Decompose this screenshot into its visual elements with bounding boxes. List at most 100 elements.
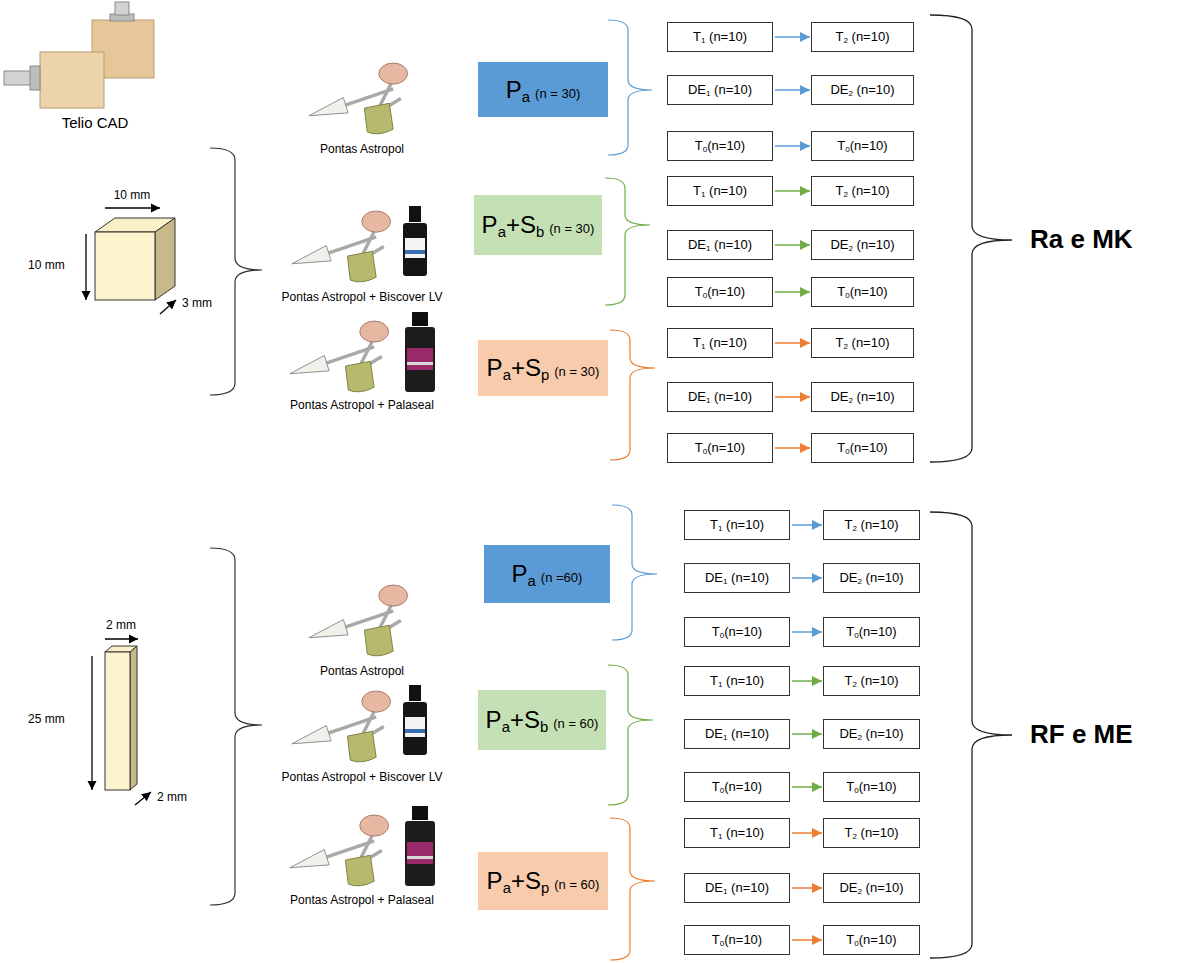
box-label: T0(n=10) <box>695 284 745 299</box>
timepoint-box: T1 (n=10) <box>684 666 790 696</box>
polishing-tips <box>290 815 389 886</box>
outcome-label: Ra e MK <box>1030 224 1133 254</box>
bar-specimen <box>92 639 151 805</box>
arrow-connector <box>792 832 822 834</box>
polishing-tips <box>309 585 408 656</box>
mandrel-base <box>30 66 40 90</box>
product-label: Pontas Astropol + Palaseal <box>290 398 434 412</box>
dimension-label-box: 3 mm <box>182 296 212 310</box>
timepoint-box: T0(n=10) <box>811 131 914 161</box>
timepoint-box: T2 (n=10) <box>811 22 914 52</box>
timepoint-box: T1 (n=10) <box>684 818 790 848</box>
product-name: Telio CAD <box>62 114 129 131</box>
outcome-label-box: RF e ME <box>1030 719 1133 750</box>
group-box: Pa(n = 30) <box>478 62 608 117</box>
sealant-bottle <box>405 806 435 886</box>
timepoint-box: DE2 (n=10) <box>811 75 914 105</box>
box-label: T0(n=10) <box>712 624 762 639</box>
box-label: DE2 (n=10) <box>839 880 903 895</box>
dimension-label-box: 2 mm <box>157 790 187 804</box>
box-label: T1 (n=10) <box>693 29 747 44</box>
arrow-connector <box>792 733 822 735</box>
arrow-connector <box>775 342 810 344</box>
box-label: T1 (n=10) <box>710 673 764 688</box>
bracket <box>930 512 1012 958</box>
arrow-connector <box>792 631 822 633</box>
timepoint-box: T2 (n=10) <box>823 510 920 540</box>
box-label: Pa+Sb <box>482 211 545 238</box>
box-label: T0(n=10) <box>837 440 887 455</box>
box-label: Pa <box>506 76 530 103</box>
box-count: (n = 60) <box>554 877 599 892</box>
box-count: (n =60) <box>541 570 583 585</box>
box-label: DE1 (n=10) <box>705 570 769 585</box>
bracket <box>605 178 650 305</box>
sealant-bottle <box>403 206 427 276</box>
group-box: Pa+Sp(n = 30) <box>478 340 608 396</box>
product-label: Pontas Astropol + Palaseal <box>290 893 434 907</box>
product-name-box: Telio CAD <box>62 114 129 131</box>
dimension-label: 2 mm <box>106 618 136 632</box>
box-label: T1 (n=10) <box>710 517 764 532</box>
timepoint-box: T0(n=10) <box>667 277 773 307</box>
box-label: T2 (n=10) <box>845 673 899 688</box>
timepoint-box: T0(n=10) <box>823 772 920 802</box>
timepoint-box: T1 (n=10) <box>667 328 773 358</box>
box-label: T0(n=10) <box>837 284 887 299</box>
arrow-connector <box>792 786 822 788</box>
timepoint-box: T0(n=10) <box>667 433 773 463</box>
timepoint-box: DE2 (n=10) <box>811 382 914 412</box>
box-label: Pa+Sb <box>486 706 549 733</box>
box-label: DE1 (n=10) <box>705 726 769 741</box>
arrow-connector <box>792 680 822 682</box>
timepoint-box: T0(n=10) <box>811 277 914 307</box>
box-label: T2 (n=10) <box>836 183 890 198</box>
product-photos <box>290 63 435 886</box>
box-label: DE2 (n=10) <box>830 237 894 252</box>
dimension-arrow <box>135 792 151 805</box>
timepoint-box: T1 (n=10) <box>684 510 790 540</box>
dimension-label: 10 mm <box>114 188 151 202</box>
timepoint-box: DE1 (n=10) <box>684 563 790 593</box>
box-label: T0(n=10) <box>695 138 745 153</box>
box-label: T2 (n=10) <box>845 825 899 840</box>
box-label: T0(n=10) <box>846 779 896 794</box>
timepoint-box: T0(n=10) <box>823 925 920 955</box>
polishing-tips <box>292 691 391 762</box>
box-label: Pa <box>512 560 536 587</box>
box-label: DE1 (n=10) <box>688 237 752 252</box>
box-label: T2 (n=10) <box>845 517 899 532</box>
arrow-connector <box>775 244 810 246</box>
box-label: DE1 (n=10) <box>688 82 752 97</box>
product-label-box: Pontas Astropol <box>320 142 404 156</box>
timepoint-box: T2 (n=10) <box>823 666 920 696</box>
product-label: Pontas Astropol <box>320 142 404 156</box>
box-label: DE2 (n=10) <box>839 726 903 741</box>
outcome-brackets <box>930 15 1012 958</box>
bracket <box>610 330 655 460</box>
timepoint-box: DE2 (n=10) <box>823 873 920 903</box>
box-label: T2 (n=10) <box>836 29 890 44</box>
dimension-label: 3 mm <box>182 296 212 310</box>
dimension-label: 25 mm <box>28 712 65 726</box>
polishing-tips <box>309 63 408 134</box>
box-count: (n = 30) <box>554 364 599 379</box>
box-label: DE1 (n=10) <box>688 389 752 404</box>
timepoint-box: DE1 (n=10) <box>684 719 790 749</box>
bracket <box>610 818 655 960</box>
box-label: T0(n=10) <box>846 624 896 639</box>
timepoint-box: T0(n=10) <box>684 772 790 802</box>
box-label: T0(n=10) <box>712 779 762 794</box>
timepoint-box: T0(n=10) <box>684 617 790 647</box>
sealant-bottle <box>405 312 435 392</box>
timepoint-box: T0(n=10) <box>823 617 920 647</box>
box-label: T0(n=10) <box>695 440 745 455</box>
bracket <box>608 20 652 155</box>
box-count: (n = 60) <box>553 716 598 731</box>
mandrel <box>4 71 32 85</box>
timepoint-box: DE1 (n=10) <box>667 230 773 260</box>
dimension-arrow <box>160 300 176 314</box>
polishing-tips <box>292 211 391 282</box>
